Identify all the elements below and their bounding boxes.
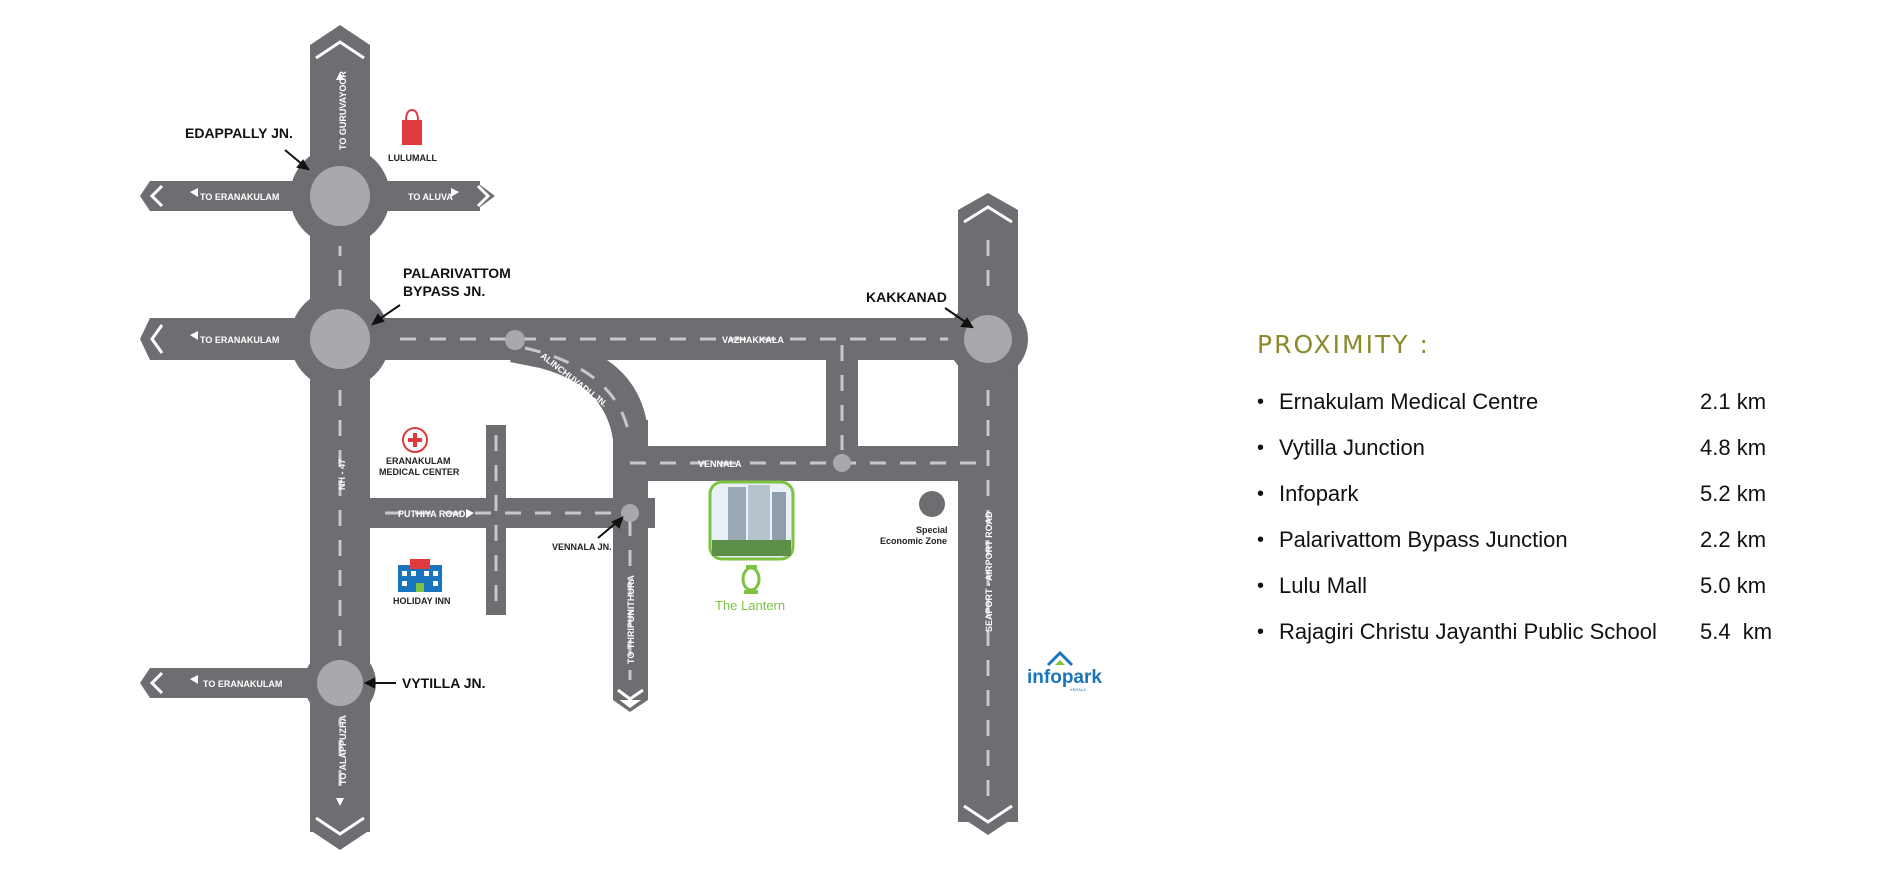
proximity-item-distance: 2.1 km [1700, 389, 1767, 414]
lulumall-label: LULUMALL [388, 153, 437, 163]
road-label-to-thripunithura: TO THRIPUNITHURA [626, 575, 636, 664]
infopark-sub-label: KERALA [1070, 687, 1086, 692]
bullet-icon: • [1257, 482, 1265, 505]
road-label-to-eranakulam-1: TO ERANAKULAM [200, 192, 279, 202]
proximity-item-name: Rajagiri Christu Jayanthi Public School [1279, 619, 1657, 644]
proximity-item: • Lulu Mall 5.0 km [1257, 563, 1817, 609]
medical-center-label-line1: ERANAKULAM [386, 456, 451, 466]
road-end-chevrons [149, 40, 1013, 836]
road-label-vennala: VENNALA [698, 459, 742, 469]
road-label-puthiya-road: PUTHIYA ROAD [398, 509, 466, 519]
holiday-inn-label: HOLIDAY INN [393, 596, 451, 606]
lantern-icon [741, 565, 761, 594]
bullet-icon: • [1257, 620, 1265, 643]
road-label-vazhakkala: VAZHAKKALA [722, 335, 784, 345]
the-lantern-label: The Lantern [715, 598, 785, 613]
proximity-item-distance: 5.2 km [1700, 481, 1767, 506]
direction-arrows [190, 72, 474, 806]
hotel-icon [398, 559, 442, 592]
medical-center-label-line2: MEDICAL CENTER [379, 467, 460, 477]
palarivattom-junction-label-line2: BYPASS JN. [403, 283, 485, 299]
shopping-bag-icon [402, 108, 422, 145]
proximity-list: • Ernakulam Medical Centre 2.1 km • Vytilla … [1257, 379, 1817, 655]
road-label-to-eranakulam-3: TO ERANAKULAM [203, 679, 282, 689]
sez-label-line2: Economic Zone [880, 536, 947, 546]
bullet-icon: • [1257, 436, 1265, 459]
lane-markings [338, 210, 990, 800]
bullet-icon: • [1257, 574, 1265, 597]
infopark-logo [1046, 650, 1074, 667]
proximity-item-distance: 4.8 km [1700, 435, 1767, 460]
kakkanad-junction-label: KAKKANAD [866, 289, 947, 305]
proximity-item: • Ernakulam Medical Centre 2.1 km [1257, 379, 1817, 425]
location-map: TO GURUVAYOOR TO ERANAKULAM TO ALUVA TO … [140, 25, 1102, 850]
bullet-icon: • [1257, 390, 1265, 413]
proximity-panel: PROXIMITY : • Ernakulam Medical Centre 2.1… [1257, 330, 1817, 655]
infopark-label: infopark [1027, 667, 1102, 688]
proximity-item: • Vytilla Junction 4.8 km [1257, 425, 1817, 471]
sez-label-line1: Special [916, 525, 948, 535]
proximity-item-name: Vytilla Junction [1279, 435, 1425, 460]
proximity-item-name: Infopark [1279, 481, 1359, 506]
vennala-junction-label: VENNALA JN. [552, 542, 612, 552]
road-network [165, 62, 1018, 832]
road-label-seaport-airport: SEAPORT - AIRPORT ROAD [984, 511, 994, 632]
proximity-item: • Infopark 5.2 km [1257, 471, 1817, 517]
pointer-arrows [284, 149, 974, 689]
proximity-item: • Palarivattom Bypass Junction 2.2 km [1257, 517, 1817, 563]
proximity-item-distance: 5.4 km [1700, 619, 1773, 644]
road-label-to-alappuzha: TO ALAPPUZHA [338, 714, 348, 785]
proximity-item: • Rajagiri Christu Jayanthi Public School… [1257, 609, 1817, 655]
vytilla-junction-label: VYTILLA JN. [402, 675, 486, 691]
proximity-item-distance: 2.2 km [1700, 527, 1767, 552]
road-label-to-eranakulam-2: TO ERANAKULAM [200, 335, 279, 345]
road-label-to-aluva: TO ALUVA [408, 192, 453, 202]
road-label-to-guruvayoor: TO GURUVAYOOR [338, 71, 348, 150]
road-end-caps [140, 25, 1018, 850]
proximity-item-name: Ernakulam Medical Centre [1279, 389, 1539, 414]
medical-cross-icon [402, 427, 428, 453]
roundabouts [290, 146, 1028, 719]
proximity-title: PROXIMITY : [1257, 330, 1430, 359]
building-icon [708, 480, 795, 561]
road-label-nh47: NH - 47 [337, 459, 347, 490]
edappally-junction-label: EDAPPALLY JN. [185, 125, 293, 141]
bullet-icon: • [1257, 528, 1265, 551]
proximity-item-distance: 5.0 km [1700, 573, 1767, 598]
proximity-item-name: Palarivattom Bypass Junction [1279, 527, 1568, 552]
proximity-item-name: Lulu Mall [1279, 573, 1368, 598]
palarivattom-junction-label-line1: PALARIVATTOM [403, 265, 511, 281]
